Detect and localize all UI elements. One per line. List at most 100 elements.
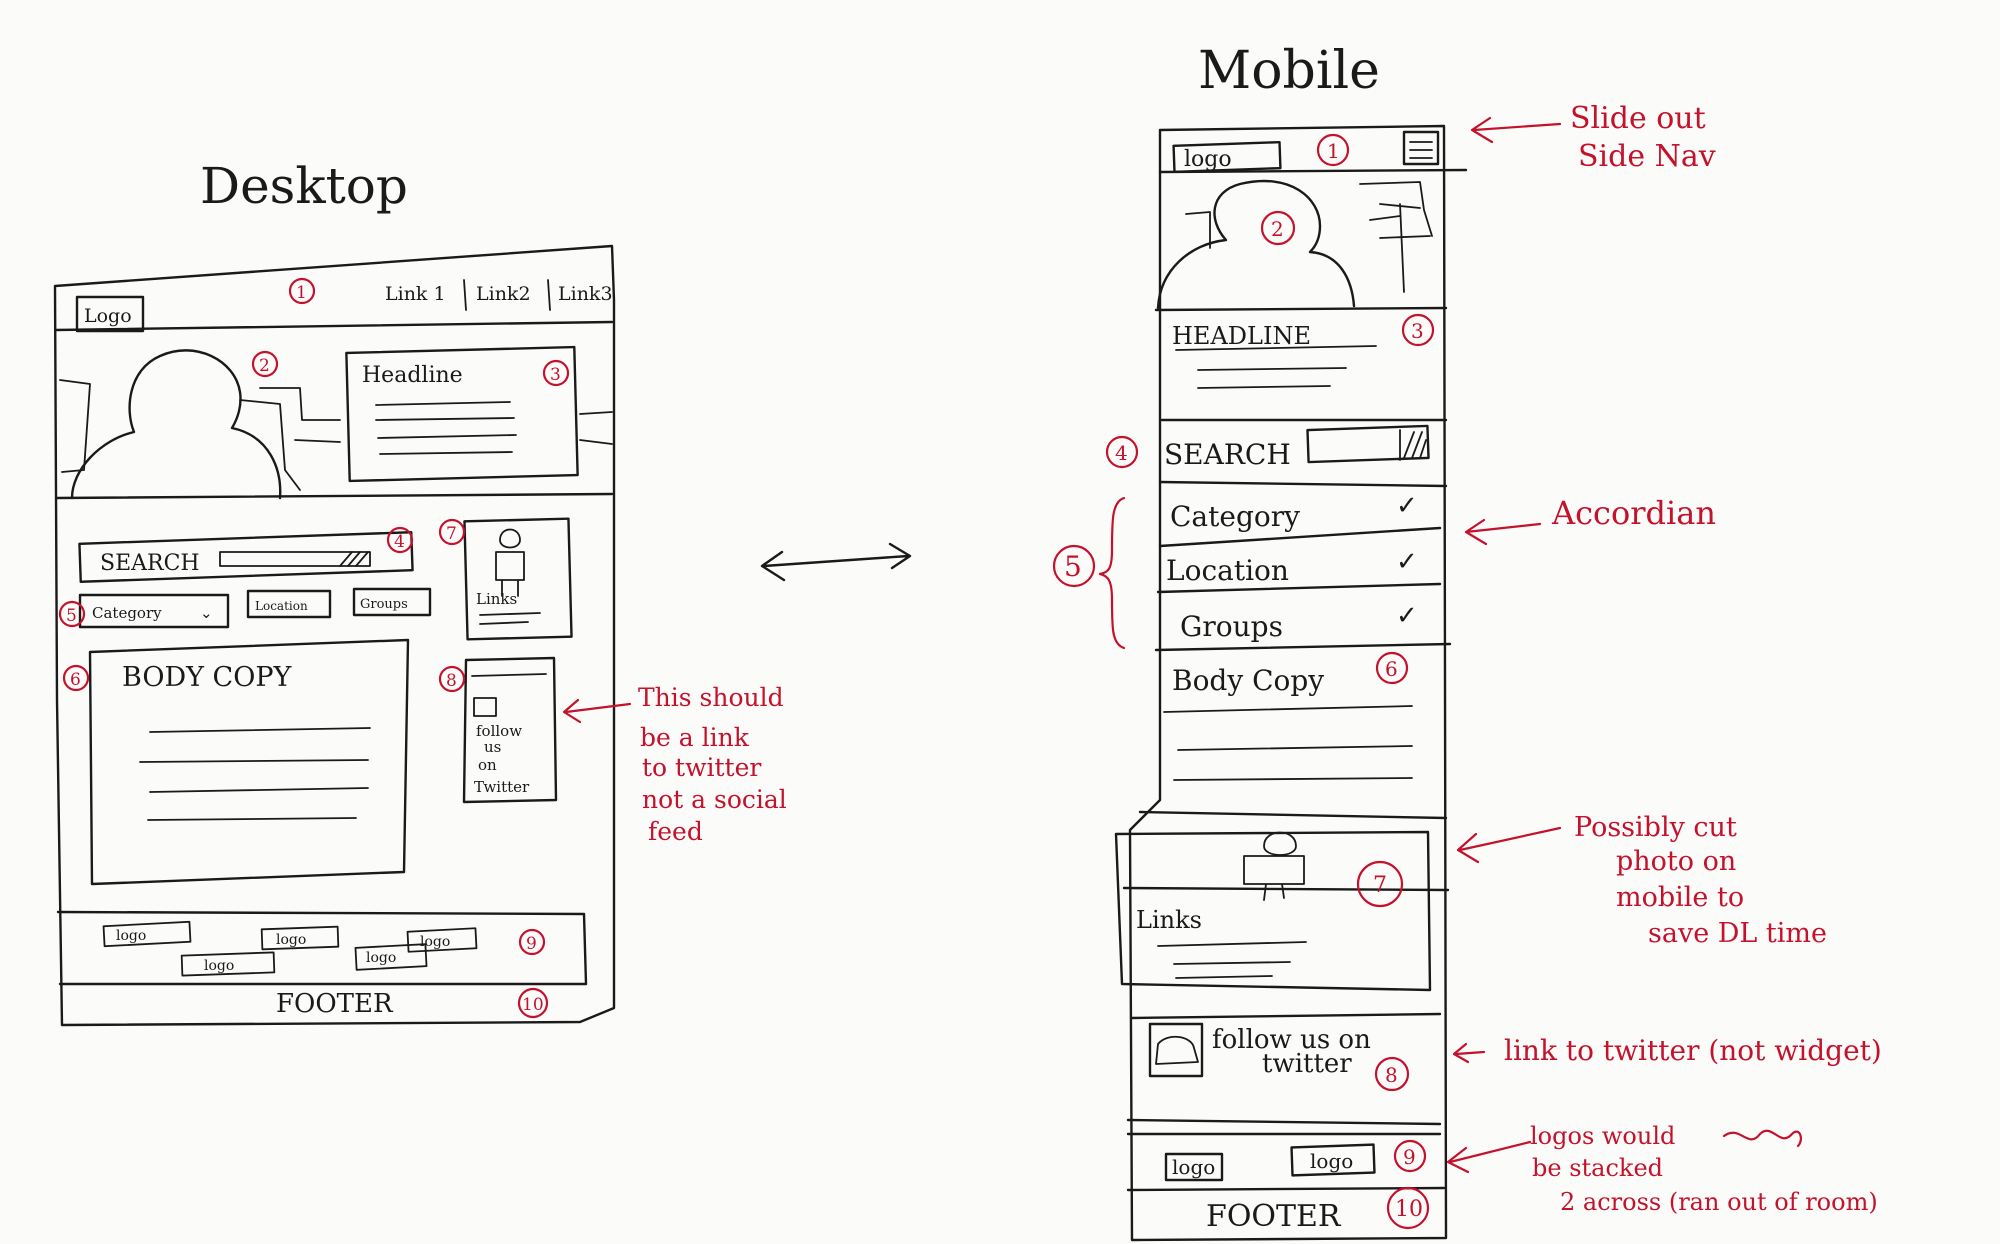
mobile-search-input xyxy=(1306,424,1430,464)
slide-nav-note-line-2: Side Nav xyxy=(1578,139,1716,174)
desktop-num-2: 2 xyxy=(259,356,270,376)
mobile-links-label: Links xyxy=(1136,906,1202,934)
desktop-num-6: 6 xyxy=(70,670,81,690)
mobile-num-5: 5 xyxy=(1064,550,1082,583)
checkmark-icon: ✓ xyxy=(1396,547,1418,577)
desktop-logo-band: logo logo logo logo logo xyxy=(56,910,588,986)
desktop-search-box xyxy=(78,531,414,583)
desktop-section-numbers: 1 2 3 4 5 7 6 8 9 10 xyxy=(58,277,570,1019)
twitter-note-line-4: not a social xyxy=(642,785,787,814)
desktop-hero: Headline xyxy=(55,345,614,500)
mobile-links-box: Links xyxy=(1114,830,1450,992)
photo-note-line-1: Possibly cut xyxy=(1574,812,1737,843)
mobile-body-copy-label: Body Copy xyxy=(1172,664,1324,697)
desktop-filter-groups-label: Groups xyxy=(360,597,408,612)
desktop-num-7: 7 xyxy=(446,524,457,544)
mobile-wireframe: Mobile logo HEADLINE SEARCH xyxy=(1052,41,1468,1242)
logos-note-line-3: 2 across (ran out of room) xyxy=(1560,1188,1878,1216)
arrow-left-icon xyxy=(1470,116,1562,144)
desktop-search-button-hatch xyxy=(339,551,369,567)
mobile-footer: FOOTER xyxy=(1206,1199,1342,1234)
desktop-partner-logo-1: logo xyxy=(116,928,146,944)
mobile-section-numbers: 1 2 3 4 5 6 7 8 9 10 xyxy=(1052,133,1435,1230)
brace-icon xyxy=(1098,496,1126,650)
arrow-left-icon xyxy=(562,698,632,724)
desktop-nav-link-2: Link2 xyxy=(476,283,531,305)
desktop-title: Desktop xyxy=(200,157,408,215)
chevron-down-icon: ⌄ xyxy=(200,604,213,622)
mobile-body-copy: Body Copy xyxy=(1138,664,1448,820)
mobile-headline-section: HEADLINE xyxy=(1160,322,1448,422)
desktop-filter-category xyxy=(78,593,230,629)
mobile-num-2: 2 xyxy=(1271,217,1284,241)
desktop-partner-logo-4: logo xyxy=(204,958,234,974)
mobile-num-6: 6 xyxy=(1385,657,1398,681)
arrow-left-icon xyxy=(1452,1042,1486,1064)
desktop-logo: Logo xyxy=(84,305,132,327)
mobile-title: Mobile xyxy=(1198,41,1380,101)
desktop-num-5: 5 xyxy=(66,606,77,626)
mobile-twitter-line-2: twitter xyxy=(1262,1049,1352,1079)
desktop-partner-logo-3: logo xyxy=(420,934,450,950)
desktop-wireframe: Desktop Logo Link 1 Link2 Link3 Headline xyxy=(53,157,787,1027)
photo-note-line-2: photo on xyxy=(1616,846,1736,877)
desktop-twitter-annotation: This should be a link to twitter not a s… xyxy=(562,683,787,846)
desktop-num-1: 1 xyxy=(296,283,307,303)
desktop-num-9: 9 xyxy=(526,934,537,954)
desktop-num-3: 3 xyxy=(550,365,561,385)
checkmark-icon: ✓ xyxy=(1396,491,1418,521)
desktop-filter-category-label: Category xyxy=(92,604,162,622)
mobile-headline: HEADLINE xyxy=(1172,322,1311,350)
person-icon xyxy=(495,528,525,597)
desktop-links-label: Links xyxy=(476,590,517,608)
desktop-filter-location-label: Location xyxy=(255,599,308,613)
desktop-partner-logo-5: logo xyxy=(366,950,396,966)
desktop-twitter-box: follow us on Twitter xyxy=(462,656,558,804)
accordion-item-groups: Groups xyxy=(1180,610,1283,643)
desktop-filters: Category ⌄ Location Groups xyxy=(78,587,432,629)
desktop-num-4: 4 xyxy=(394,532,405,552)
mobile-annotations: Slide out Side Nav Accordian Possibly cu… xyxy=(1446,101,1882,1216)
twitter-link-note: link to twitter (not widget) xyxy=(1504,1034,1882,1067)
mobile-frame xyxy=(1128,124,1448,1242)
mobile-twitter-line-1: follow us on xyxy=(1212,1025,1371,1055)
desktop-headline-card xyxy=(345,345,579,483)
twitter-note-line-5: feed xyxy=(648,817,703,846)
accordion-item-category: Category xyxy=(1170,500,1300,533)
hero-person-silhouette xyxy=(1156,179,1356,310)
scribble-icon xyxy=(1722,1129,1802,1148)
desktop-headline: Headline xyxy=(362,363,463,388)
desktop-search-input xyxy=(219,551,371,567)
mobile-num-3: 3 xyxy=(1411,319,1424,343)
twitter-note-line-1: This should xyxy=(638,683,784,712)
desktop-logo-box xyxy=(75,295,145,333)
desktop-partner-logo-2: logo xyxy=(276,932,306,948)
desktop-nav-link-1: Link 1 xyxy=(385,283,446,305)
mobile-hero xyxy=(1154,179,1448,312)
desktop-num-10: 10 xyxy=(522,995,544,1015)
desktop-header: Logo Link 1 Link2 Link3 xyxy=(54,279,614,333)
mobile-search-label: SEARCH xyxy=(1164,438,1291,471)
person-icon xyxy=(1243,831,1305,901)
desktop-body-copy-label: BODY COPY xyxy=(122,662,292,693)
desktop-search: SEARCH xyxy=(78,531,414,583)
mobile-logos: logo logo FOOTER xyxy=(1126,1118,1446,1234)
arrow-left-icon xyxy=(1446,1140,1532,1174)
mobile-num-8: 8 xyxy=(1385,1063,1398,1087)
twitter-note-line-3: to twitter xyxy=(642,753,761,782)
accordion-item-location: Location xyxy=(1166,554,1289,587)
hamburger-menu-icon xyxy=(1402,130,1440,166)
logos-note-line-2: be stacked xyxy=(1532,1154,1663,1182)
mobile-twitter: follow us on twitter xyxy=(1130,1012,1442,1079)
twitter-icon xyxy=(473,697,497,717)
mobile-search-button-hatch xyxy=(1399,429,1427,461)
hero-person-silhouette xyxy=(70,349,282,500)
twitter-note-line-2: be a link xyxy=(640,723,750,752)
arrow-left-icon xyxy=(1464,518,1542,546)
mobile-header: logo xyxy=(1158,130,1468,174)
mobile-num-1: 1 xyxy=(1327,139,1340,163)
desktop-frame xyxy=(53,244,616,1027)
desktop-twitter-line-1: follow xyxy=(476,722,522,740)
mobile-search: SEARCH xyxy=(1158,424,1448,488)
